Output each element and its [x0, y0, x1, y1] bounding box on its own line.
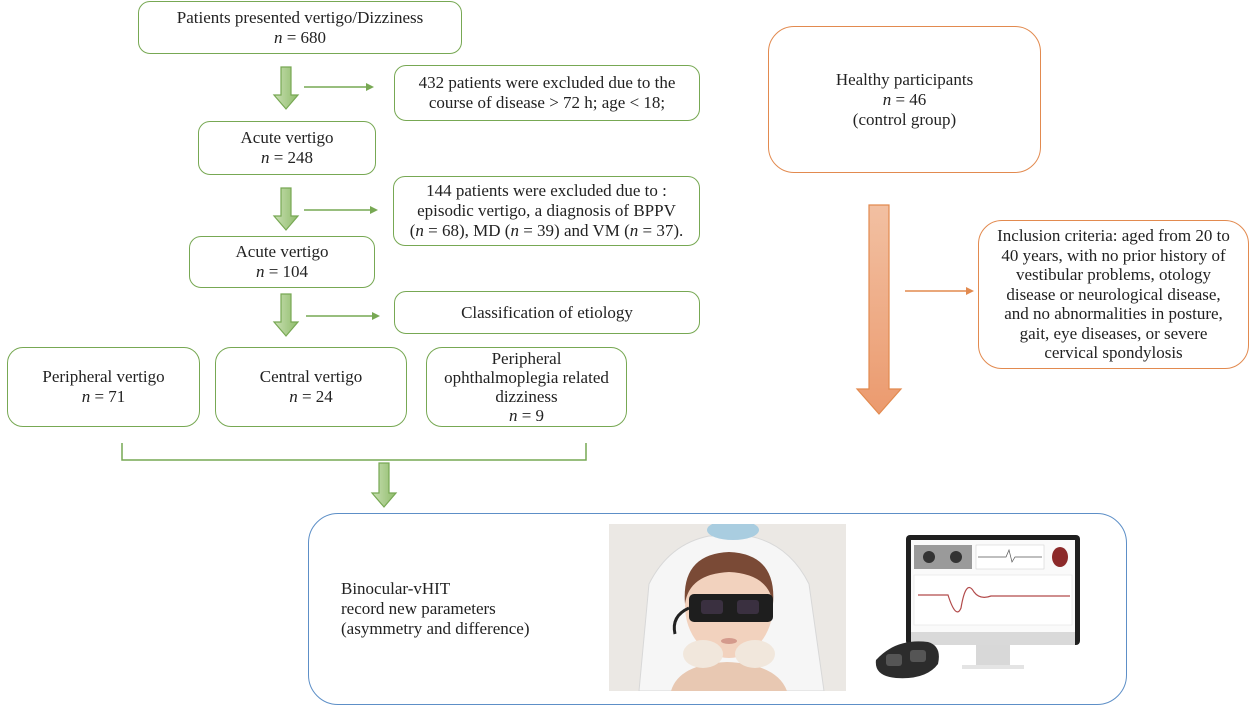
vhit-monitor-illustration — [866, 530, 1082, 690]
acute-vertigo-box-2: Acute vertigo n = 104 — [189, 236, 375, 288]
n-symbol: n — [289, 387, 298, 406]
ophthalmoplegia-box: Peripheral ophthalmoplegia related dizzi… — [426, 347, 627, 427]
healthy-participants-box: Healthy participants n = 46 (control gro… — [768, 26, 1041, 173]
n-symbol: n — [273, 27, 283, 47]
ophthalmoplegia-label-line3: dizziness — [495, 387, 558, 406]
group-bracket — [121, 443, 587, 461]
inclusion-line: disease or neurological disease, — [1006, 284, 1221, 304]
test-line1: Binocular-vHIT — [341, 579, 451, 598]
exclusion2-line2: episodic vertigo, a diagnosis of BPPV — [417, 201, 676, 220]
acute1-label: Acute vertigo — [240, 128, 334, 147]
n-symbol: n — [255, 262, 265, 281]
total-patients-box: Patients presented vertigo/Dizziness n =… — [138, 1, 462, 54]
total-count: = 680 — [286, 27, 327, 47]
control-group-note: (control group) — [852, 109, 957, 129]
total-label: Patients presented vertigo/Dizziness — [176, 7, 424, 27]
ophthalmoplegia-label-line2: ophthalmoplegia related — [444, 368, 609, 387]
n-symbol: n — [508, 406, 518, 425]
central-label: Central vertigo — [259, 367, 363, 386]
exclusion-box-2: 144 patients were excluded due to : epis… — [393, 176, 700, 246]
ophthalmoplegia-label-line1: Peripheral — [491, 349, 562, 368]
healthy-label: Healthy participants — [835, 69, 974, 89]
n-symbol: n — [81, 387, 91, 406]
inclusion-arrow — [905, 287, 974, 295]
central-count: = 24 — [301, 387, 333, 406]
ophthalmoplegia-count: = 9 — [521, 406, 545, 425]
down-arrow-3 — [272, 293, 300, 337]
healthy-count: = 46 — [895, 89, 927, 109]
inclusion-line: gait, eye diseases, or severe — [1019, 323, 1208, 343]
classification-box: Classification of etiology — [394, 291, 700, 334]
acute-vertigo-box-1: Acute vertigo n = 248 — [198, 121, 376, 175]
exclusion2-line3: (n = 68), MD (n = 39) and VM (n = 37). — [409, 221, 684, 240]
central-vertigo-box: Central vertigo n = 24 — [215, 347, 407, 427]
inclusion-line: and no abnormalities in posture, — [1004, 304, 1223, 324]
n-symbol: n — [882, 89, 892, 109]
n-symbol: n — [260, 148, 270, 167]
acute2-count: = 104 — [268, 262, 309, 281]
peripheral-vertigo-box: Peripheral vertigo n = 71 — [7, 347, 200, 427]
test-line3: (asymmetry and difference) — [341, 619, 530, 638]
classification-label: Classification of etiology — [461, 302, 633, 322]
right-arrow-3 — [306, 312, 380, 320]
down-arrow-4 — [370, 462, 398, 508]
right-arrow-2 — [304, 206, 378, 214]
down-arrow-2 — [272, 187, 300, 231]
test-line2: record new parameters — [341, 599, 496, 618]
exclusion1-line1: 432 patients were excluded due to the — [418, 73, 676, 92]
peripheral-count: = 71 — [94, 387, 126, 406]
inclusion-criteria-box: Inclusion criteria: aged from 20 to 40 y… — [978, 220, 1249, 369]
down-arrow-1 — [272, 66, 300, 110]
inclusion-line: Inclusion criteria: aged from 20 to — [997, 226, 1230, 246]
acute2-label: Acute vertigo — [235, 242, 329, 261]
control-down-arrow — [855, 204, 903, 415]
peripheral-label: Peripheral vertigo — [42, 367, 165, 386]
exclusion1-line2: course of disease > 72 h; age < 18; — [428, 93, 666, 112]
right-arrow-1 — [304, 83, 374, 91]
inclusion-line: vestibular problems, otology — [1015, 265, 1211, 285]
inclusion-line: cervical spondylosis — [1044, 343, 1183, 363]
exclusion-box-1: 432 patients were excluded due to the co… — [394, 65, 700, 121]
patient-goggles-photo — [609, 524, 846, 691]
acute1-count: = 248 — [273, 148, 314, 167]
exclusion2-line1: 144 patients were excluded due to : — [426, 181, 667, 200]
inclusion-line: 40 years, with no prior history of — [1001, 245, 1226, 265]
